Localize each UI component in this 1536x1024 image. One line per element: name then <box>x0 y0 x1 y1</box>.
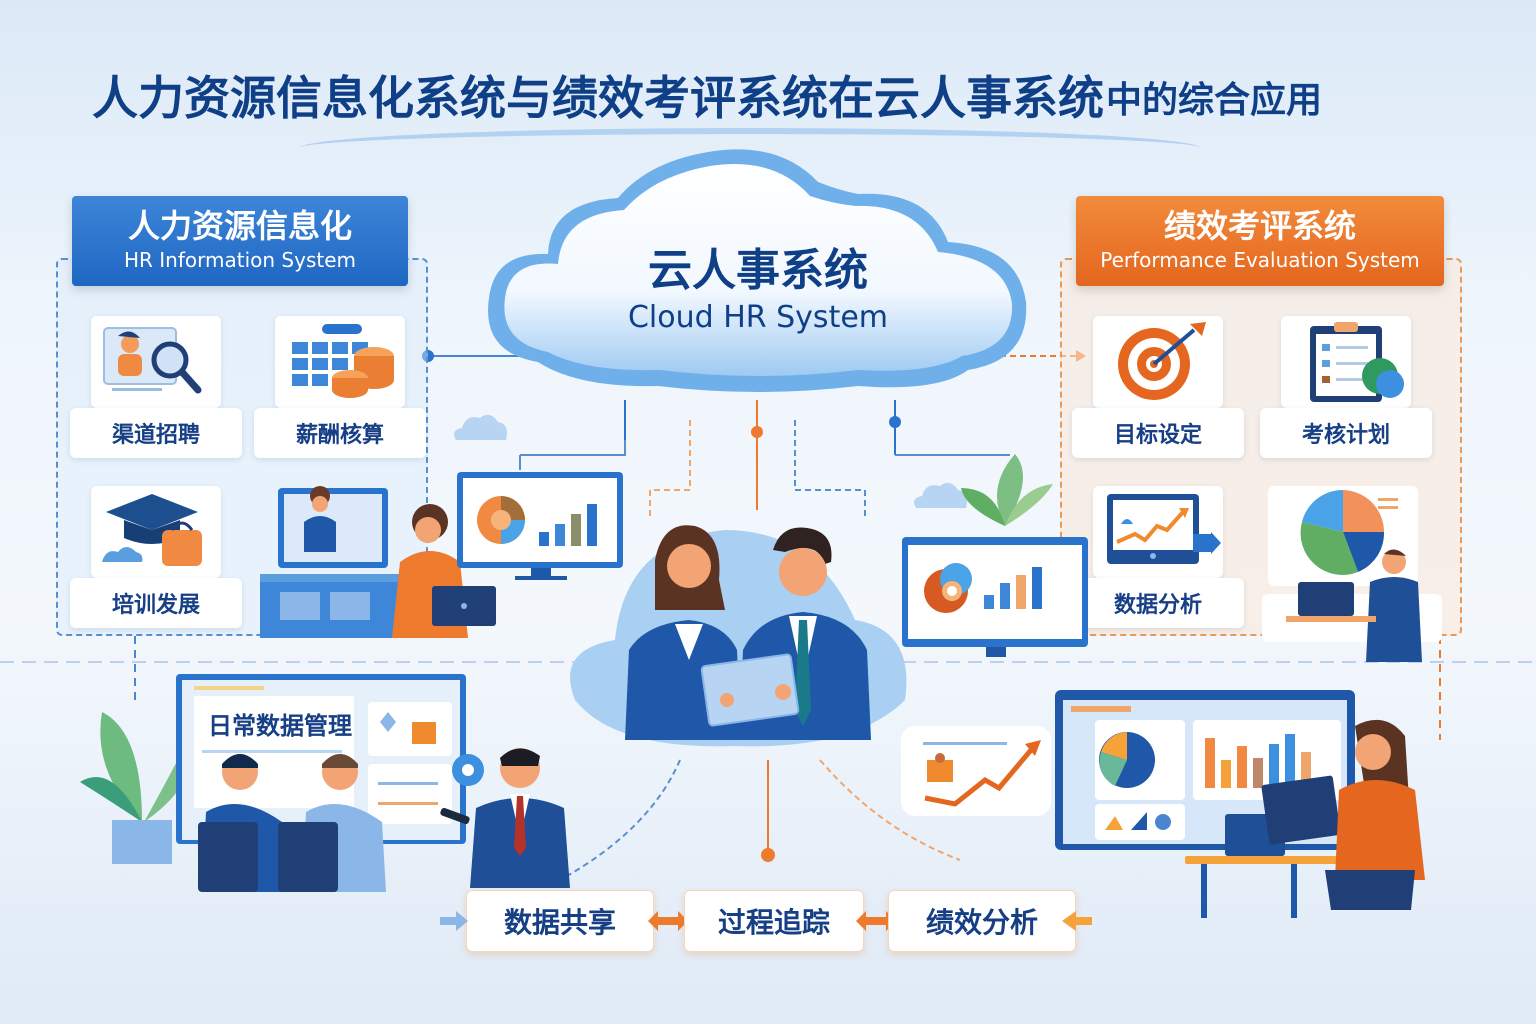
arrow-right-icon <box>440 911 468 931</box>
meeting-screen-title: 日常数据管理 <box>208 712 352 740</box>
decorative-swoosh <box>300 128 1200 168</box>
hr-module-label: 培训发展 <box>70 578 242 628</box>
hr-module-label: 渠道招聘 <box>70 408 242 458</box>
pe-module-assessment-plan[interactable]: 考核计划 <box>1260 316 1432 458</box>
plant-icon <box>961 454 1053 526</box>
hr-module-payroll[interactable]: 薪酬核算 <box>254 316 426 458</box>
hr-system-banner: 人力资源信息化 HR Information System <box>72 196 408 286</box>
clipboard-checklist-icon <box>1281 316 1411 408</box>
flow-step-data-sharing[interactable]: 数据共享 <box>466 890 654 952</box>
cloud-icon <box>488 149 1027 392</box>
small-cloud-icon <box>914 482 967 508</box>
flow-step-label: 绩效分析 <box>925 906 1038 939</box>
pie-chart-presenter-illustration <box>1258 482 1448 662</box>
meeting-scene-illustration: 日常数据管理 <box>72 672 492 892</box>
central-team-illustration <box>555 500 915 750</box>
double-arrow-icon <box>648 911 688 931</box>
pe-module-goal-setting[interactable]: 目标设定 <box>1072 316 1244 458</box>
graduation-cap-icon <box>91 486 221 578</box>
hr-system-title-cn: 人力资源信息化 <box>127 207 352 245</box>
cloud-hr-system[interactable]: 云人事系统 Cloud HR System <box>478 142 1038 402</box>
analytics-scene-illustration <box>895 680 1435 920</box>
pe-module-data-analysis[interactable]: 数据分析 <box>1072 486 1244 628</box>
small-cloud-icon <box>454 414 507 440</box>
flow-step-label: 过程追踪 <box>717 906 830 939</box>
performance-system-title-en: Performance Evaluation System <box>1100 248 1420 272</box>
hr-module-training[interactable]: 培训发展 <box>70 486 242 628</box>
arrow-left-icon <box>1062 911 1092 931</box>
pe-module-label: 目标设定 <box>1072 408 1244 458</box>
trend-chart-icon <box>1093 486 1223 578</box>
dashboard-monitor-right <box>900 535 1090 665</box>
page-title-suffix: 中的综合应用 <box>1106 80 1323 121</box>
hr-module-recruitment[interactable]: 渠道招聘 <box>70 316 242 458</box>
performance-system-title-cn: 绩效考评系统 <box>1163 207 1356 245</box>
calendar-coins-icon <box>275 316 405 408</box>
page-title-main: 人力资源信息化系统与绩效考评系统在云人事系统 <box>92 71 1104 125</box>
presenter-illustration <box>440 748 570 888</box>
hr-module-label: 薪酬核算 <box>254 408 426 458</box>
hr-system-title-en: HR Information System <box>123 248 356 272</box>
pe-module-label: 数据分析 <box>1072 578 1244 628</box>
page-title: 人力资源信息化系统与绩效考评系统在云人事系统 中的综合应用 <box>92 58 1322 128</box>
flow-step-process-tracking[interactable]: 过程追踪 <box>684 890 864 952</box>
dashboard-monitor-left <box>455 470 625 582</box>
target-arrow-icon <box>1093 316 1223 408</box>
double-arrow-icon <box>856 911 896 931</box>
flow-step-label: 数据共享 <box>503 906 616 939</box>
profile-search-icon <box>91 316 221 408</box>
employee-desk-illustration <box>260 482 510 642</box>
performance-system-banner: 绩效考评系统 Performance Evaluation System <box>1076 196 1444 286</box>
pe-module-label: 考核计划 <box>1260 408 1432 458</box>
cloud-title-en: Cloud HR System <box>627 300 889 335</box>
flow-step-performance-analysis[interactable]: 绩效分析 <box>888 890 1076 952</box>
cloud-title-cn: 云人事系统 <box>648 245 868 296</box>
